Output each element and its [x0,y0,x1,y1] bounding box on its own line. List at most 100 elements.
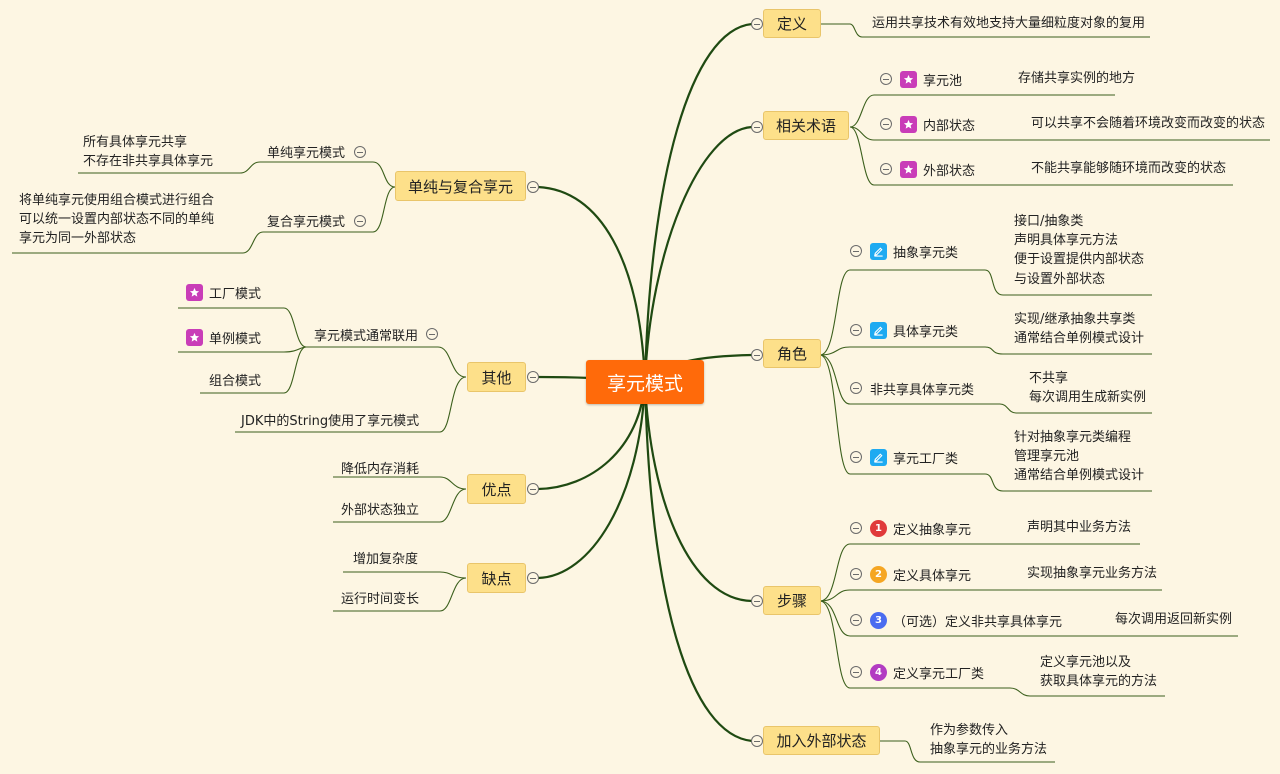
role-item[interactable]: 享元工厂类 [870,446,970,468]
combo-pattern[interactable]: 工厂模式 [186,281,276,303]
collapse-icon[interactable] [354,215,366,227]
combo-item[interactable]: 享元模式通常联用 [300,323,418,345]
star-icon [900,115,917,133]
simple-item[interactable]: 单纯享元模式 [250,140,345,162]
jdk-item[interactable]: JDK中的String使用了享元模式 [241,408,441,430]
collapse-icon[interactable] [426,328,438,340]
collapse-icon[interactable] [850,324,862,336]
collapse-icon[interactable] [751,18,763,30]
cons-label: 增加复杂度 [353,551,419,567]
collapse-icon[interactable] [751,349,763,361]
collapse-icon[interactable] [751,121,763,133]
star-icon [186,328,203,346]
collapse-icon[interactable] [354,146,366,158]
node-simple-composite-label: 单纯与复合享元 [407,177,513,196]
role-item[interactable]: 抽象享元类 [870,240,970,262]
node-external-label: 加入外部状态 [776,732,867,750]
combo-pattern[interactable]: 组合模式 [209,368,289,390]
node-pros[interactable]: 优点 [467,474,526,504]
collapse-icon[interactable] [880,118,892,130]
collapse-icon[interactable] [527,483,539,495]
collapse-icon[interactable] [527,181,539,193]
role-item[interactable]: 具体享元类 [870,319,970,341]
collapse-icon[interactable] [880,73,892,85]
pros-item[interactable]: 外部状态独立 [341,497,441,519]
node-cons[interactable]: 缺点 [467,563,526,593]
pros-label: 外部状态独立 [341,502,420,518]
combo-pattern-label: 组合模式 [209,373,262,389]
term-item[interactable]: 内部状态 [900,113,1000,135]
root-label: 享元模式 [606,372,683,395]
combo-pattern[interactable]: 单例模式 [186,326,276,348]
collapse-icon[interactable] [527,371,539,383]
node-roles[interactable]: 角色 [763,339,821,368]
term-item[interactable]: 外部状态 [900,158,1000,180]
simple-desc: 所有具体享元共享不存在非共享具体享元 [83,135,214,170]
node-terms-label: 相关术语 [775,117,836,135]
star-icon [186,283,203,301]
term-label: 外部状态 [923,163,976,179]
cons-item[interactable]: 增加复杂度 [353,546,453,568]
collapse-icon[interactable] [850,666,862,678]
step-label: （可选）定义非共享具体享元 [893,614,1063,630]
role-desc: 实现/继承抽象共享类通常结合单例模式设计 [1014,312,1145,347]
pros-label: 降低内存消耗 [341,461,420,477]
pros-item[interactable]: 降低内存消耗 [341,456,441,478]
node-steps-label: 步骤 [776,592,807,610]
node-simple-composite[interactable]: 单纯与复合享元 [395,171,526,201]
collapse-icon[interactable] [880,163,892,175]
term-desc: 不能共享能够随环境而改变的状态 [1031,161,1227,176]
collapse-icon[interactable] [850,522,862,534]
node-external[interactable]: 加入外部状态 [763,726,880,755]
term-desc: 存储共享实例的地方 [1018,71,1136,86]
cons-item[interactable]: 运行时间变长 [341,586,441,608]
step-label: 定义抽象享元 [893,522,972,538]
node-definition-label: 定义 [776,15,807,33]
node-cons-label: 缺点 [481,569,512,588]
combo-label: 享元模式通常联用 [313,328,418,344]
step-item[interactable]: 1 定义抽象享元 [870,517,990,539]
node-pros-label: 优点 [481,480,512,499]
number-badge-icon: 1 [870,519,887,537]
role-label: 具体享元类 [893,324,959,340]
node-roles-label: 角色 [776,345,807,363]
pencil-icon [870,321,887,339]
collapse-icon[interactable] [751,595,763,607]
step-desc: 每次调用返回新实例 [1115,612,1233,627]
node-definition[interactable]: 定义 [763,9,821,38]
composite-item[interactable]: 复合享元模式 [250,209,345,231]
pencil-icon [870,242,887,260]
composite-label: 复合享元模式 [266,214,345,230]
node-other[interactable]: 其他 [467,362,526,392]
term-label: 内部状态 [923,118,976,134]
external-desc: 作为参数传入抽象享元的业务方法 [930,723,1048,758]
node-steps[interactable]: 步骤 [763,586,821,615]
collapse-icon[interactable] [527,572,539,584]
collapse-icon[interactable] [850,451,862,463]
jdk-label: JDK中的String使用了享元模式 [241,413,420,429]
collapse-icon[interactable] [850,382,862,394]
step-desc: 定义享元池以及获取具体享元的方法 [1040,655,1158,690]
collapse-icon[interactable] [751,735,763,747]
step-item[interactable]: 2 定义具体享元 [870,563,990,585]
simple-label: 单纯享元模式 [266,145,345,161]
role-label: 抽象享元类 [893,245,959,261]
step-item[interactable]: 4 定义享元工厂类 [870,661,990,683]
collapse-icon[interactable] [850,245,862,257]
node-terms[interactable]: 相关术语 [763,111,849,140]
step-label: 定义享元工厂类 [893,666,985,682]
definition-text: 运用共享技术有效地支持大量细粒度对象的复用 [872,16,1146,31]
role-item[interactable]: 非共享具体享元类 [870,377,990,399]
role-desc: 不共享每次调用生成新实例 [1029,371,1147,406]
collapse-icon[interactable] [850,614,862,626]
role-label: 享元工厂类 [893,451,959,467]
pencil-icon [870,448,887,466]
term-item[interactable]: 享元池 [900,68,990,90]
step-item[interactable]: 3 （可选）定义非共享具体享元 [870,609,1070,631]
step-label: 定义具体享元 [893,568,972,584]
node-other-label: 其他 [481,368,512,387]
composite-desc: 将单纯享元使用组合模式进行组合可以统一设置内部状态不同的单纯享元为同一外部状态 [19,193,215,247]
collapse-icon[interactable] [850,568,862,580]
root-node[interactable]: 享元模式 [586,360,704,404]
